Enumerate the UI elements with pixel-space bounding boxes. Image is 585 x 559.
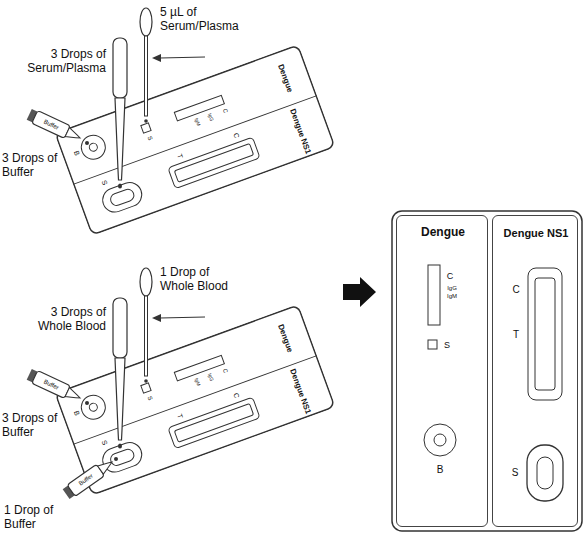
- panel-title: Dengue: [421, 226, 465, 240]
- drawing-circle: [88, 142, 98, 152]
- panel-title: Dengue NS1: [288, 367, 313, 414]
- bottle-label: Buffer: [42, 378, 59, 391]
- marking: IgG: [447, 285, 457, 292]
- drawing-rect: [428, 340, 437, 349]
- drawing-polygon: [343, 277, 376, 307]
- drawing-circle: [114, 457, 118, 461]
- drawing-rect: [537, 457, 553, 489]
- drawing-rect: [527, 445, 563, 501]
- callout-text: 3 Drops of Serum/Plasma: [16, 48, 106, 76]
- drawing-circle: [78, 392, 109, 423]
- bottle-label: Buffer: [42, 118, 59, 131]
- callout-text: 3 Drops of Whole Blood: [14, 306, 106, 334]
- drawing-rect: [168, 137, 260, 188]
- panel-title: Dengue NS1: [504, 227, 569, 240]
- drawing-circle: [78, 132, 109, 163]
- marking: T: [513, 329, 519, 341]
- drawing-circle: [434, 434, 446, 446]
- panel-title: Dengue NS1: [288, 107, 313, 154]
- marking: S: [512, 467, 519, 479]
- drawing-rect: [141, 383, 151, 393]
- marking: S: [444, 340, 450, 350]
- drawing-rect: [392, 211, 582, 531]
- drawing-rect: [528, 268, 562, 400]
- buffer-bottle: [62, 456, 116, 500]
- marking: IgM: [447, 293, 457, 300]
- drawing-rect: [141, 123, 151, 133]
- drawing-circle: [88, 402, 98, 412]
- cassette-panel: Dengue NS1: [492, 215, 578, 527]
- drawing-rect: [174, 144, 253, 183]
- drawing-rect: [174, 355, 224, 381]
- drawing-rect: [55, 305, 334, 495]
- drawing-path: [98, 458, 115, 474]
- drawing-rect: [99, 439, 145, 475]
- callout-text: 3 Drops of Buffer: [2, 412, 64, 440]
- panel-title: Dengue: [276, 63, 295, 94]
- drawing-line: [74, 356, 316, 444]
- marking: C: [512, 284, 519, 296]
- callout-text: 1 Drop of Buffer: [4, 504, 74, 532]
- drawing-rect: [174, 95, 224, 121]
- marking: C: [447, 271, 454, 281]
- callout-text: 1 Drop of Whole Blood: [160, 266, 240, 294]
- drawing-rect: [174, 404, 253, 443]
- callout-text: 5 µL of Serum/Plasma: [160, 6, 246, 34]
- marking: B: [437, 464, 444, 476]
- drawing-rect: [109, 188, 136, 207]
- callout-text: 3 Drops of Buffer: [2, 152, 64, 180]
- drawing-circle: [424, 424, 456, 456]
- drawing-rect: [109, 448, 136, 467]
- cassette-panel: Dengue: [396, 215, 488, 527]
- panel-title: Dengue: [276, 323, 295, 354]
- drawing-rect: [67, 464, 105, 496]
- drawing-line: [74, 96, 316, 184]
- drawing-rect: [168, 397, 260, 448]
- drawing-rect: [535, 278, 555, 390]
- drawing-rect: [428, 265, 440, 325]
- drawing-rect: [63, 486, 75, 499]
- drawing-rect: [99, 179, 145, 215]
